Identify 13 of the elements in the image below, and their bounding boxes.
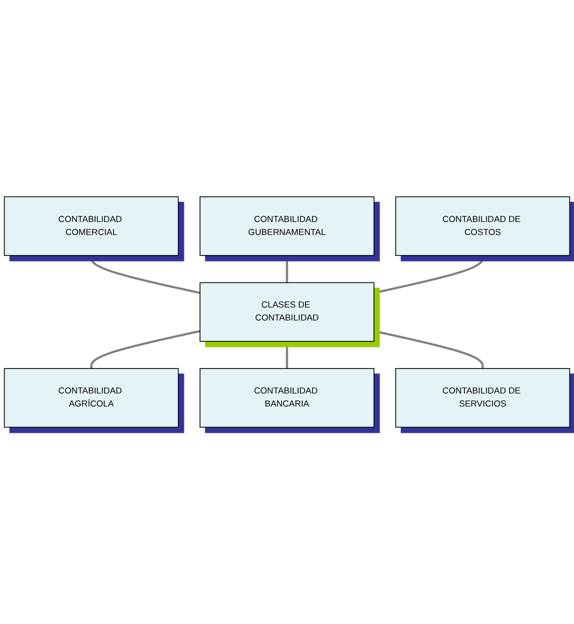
connector bbox=[286, 255, 288, 283]
node-box: CONTABILIDAD GUBERNAMENTAL bbox=[200, 196, 374, 256]
node-box: CONTABILIDAD DE COSTOS bbox=[395, 196, 570, 256]
connector bbox=[90, 330, 200, 369]
connector bbox=[374, 330, 484, 369]
connector bbox=[374, 255, 484, 294]
node-box: CONTABILIDAD BANCARIA bbox=[200, 368, 374, 428]
node-box: CONTABILIDAD AGRÍCOLA bbox=[4, 368, 179, 428]
connector bbox=[90, 255, 200, 294]
node-box: CLASES DE CONTABILIDAD bbox=[200, 282, 374, 342]
node-box: CONTABILIDAD DE SERVICIOS bbox=[395, 368, 570, 428]
node-box: CONTABILIDAD COMERCIAL bbox=[4, 196, 179, 256]
connector bbox=[286, 341, 288, 369]
